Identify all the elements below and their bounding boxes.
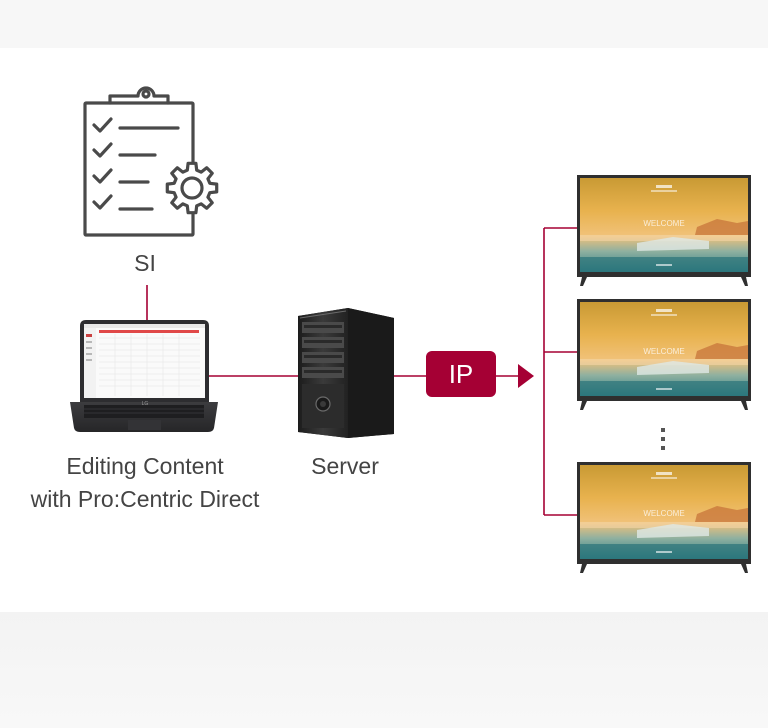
tv-display-icon — [577, 175, 751, 286]
ip-badge: IP — [426, 351, 496, 397]
bottom-band — [0, 612, 768, 728]
connector-lines — [146, 227, 578, 516]
vertical-ellipsis-icon — [661, 428, 665, 450]
tv-screen-text: WELCOME — [643, 219, 684, 228]
laptop-icon: LG — [70, 320, 218, 432]
editing-label-line-1: Editing Content — [66, 453, 224, 479]
arrow-right-icon — [518, 364, 534, 388]
si-clipboard-gear-icon — [83, 86, 219, 237]
server-label: Server — [311, 453, 379, 479]
editing-label-line-2: with Pro:Centric Direct — [30, 486, 260, 512]
laptop-brand-logo: LG — [142, 401, 149, 407]
si-label: SI — [134, 250, 156, 276]
tv-screen-text: WELCOME — [643, 347, 684, 356]
server-tower-icon — [298, 308, 394, 438]
tv-screen-text: WELCOME — [643, 509, 684, 518]
editing-content-label: Editing Content with Pro:Centric Direct — [0, 450, 290, 516]
